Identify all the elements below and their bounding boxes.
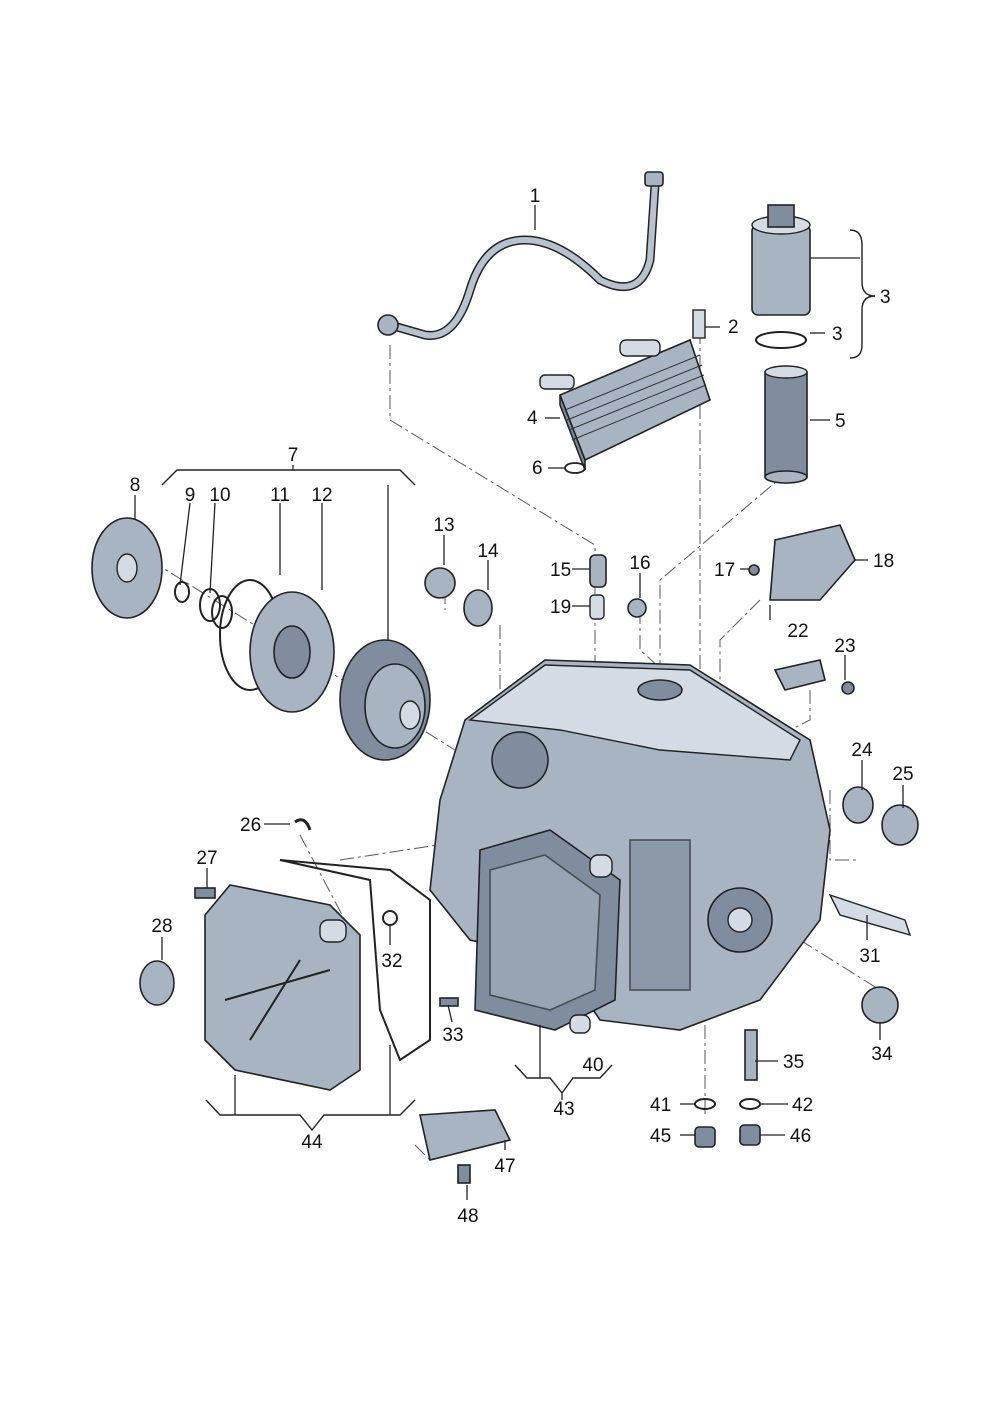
oil-filter-housing [751,204,811,349]
callout-13: 8 [130,475,141,496]
oil-filter-element [764,365,808,484]
mechatronic-unit [474,829,621,1034]
callout-12: 26 [240,815,261,836]
oil-cooler [539,309,711,474]
callout-17: 17 [714,560,735,581]
callout-41: 9 [185,485,196,506]
callout-27: 15 [550,560,571,581]
dual-clutch-assembly [91,517,431,761]
callout-45: 41 [650,1095,671,1116]
callout-40: 7 [288,445,299,466]
callout-47: 47 [494,1156,515,1177]
callout-32: 28 [151,916,172,937]
callout-2: 33 [442,1025,463,1046]
oil-line [377,171,664,340]
callout-48: 48 [457,1206,478,1227]
callout-3-oil-pan: 32 [381,951,402,972]
callout-4: 44 [301,1132,323,1153]
callout-46: 45 [650,1126,671,1147]
callout-6: 4 [527,408,538,429]
callout-18: 25 [892,764,913,785]
leader-lines [134,205,904,1200]
callout-16: 18 [873,551,894,572]
callout-3-mechatronic: 40 [582,1055,603,1076]
callout-34: 14 [477,541,499,562]
callout-44: 12 [311,485,332,506]
callout-24: 42 [792,1095,813,1116]
callout-43: 11 [270,485,290,506]
callout-9: 3 [880,287,891,308]
callout-11: 5 [835,411,846,432]
callout-22: 34 [871,1044,893,1065]
callout-25: 35 [783,1052,804,1073]
callout-26: 19 [550,597,571,618]
callout-labels: 1 2 3 3 4 5 6 7 8 9 10 11 12 13 14 15 16… [130,186,914,1227]
callout-1: 43 [553,1099,574,1120]
callout-14: 22 [787,621,808,642]
callout-7: 2 [728,317,739,338]
callout-19: 13 [433,515,454,536]
callout-10: 3 [832,324,843,345]
small-parts [139,524,919,1184]
callout-35: 31 [859,946,880,967]
callout-42: 10 [209,485,230,506]
callout-23: 46 [790,1126,811,1147]
callout-5: 27 [196,848,217,869]
callout-8: 6 [532,458,543,479]
callout-15: 23 [834,636,855,657]
callout-31: 16 [629,553,650,574]
oil-pan [204,859,431,1091]
callout-33: 24 [851,740,873,761]
callout-28: 1 [530,186,541,207]
